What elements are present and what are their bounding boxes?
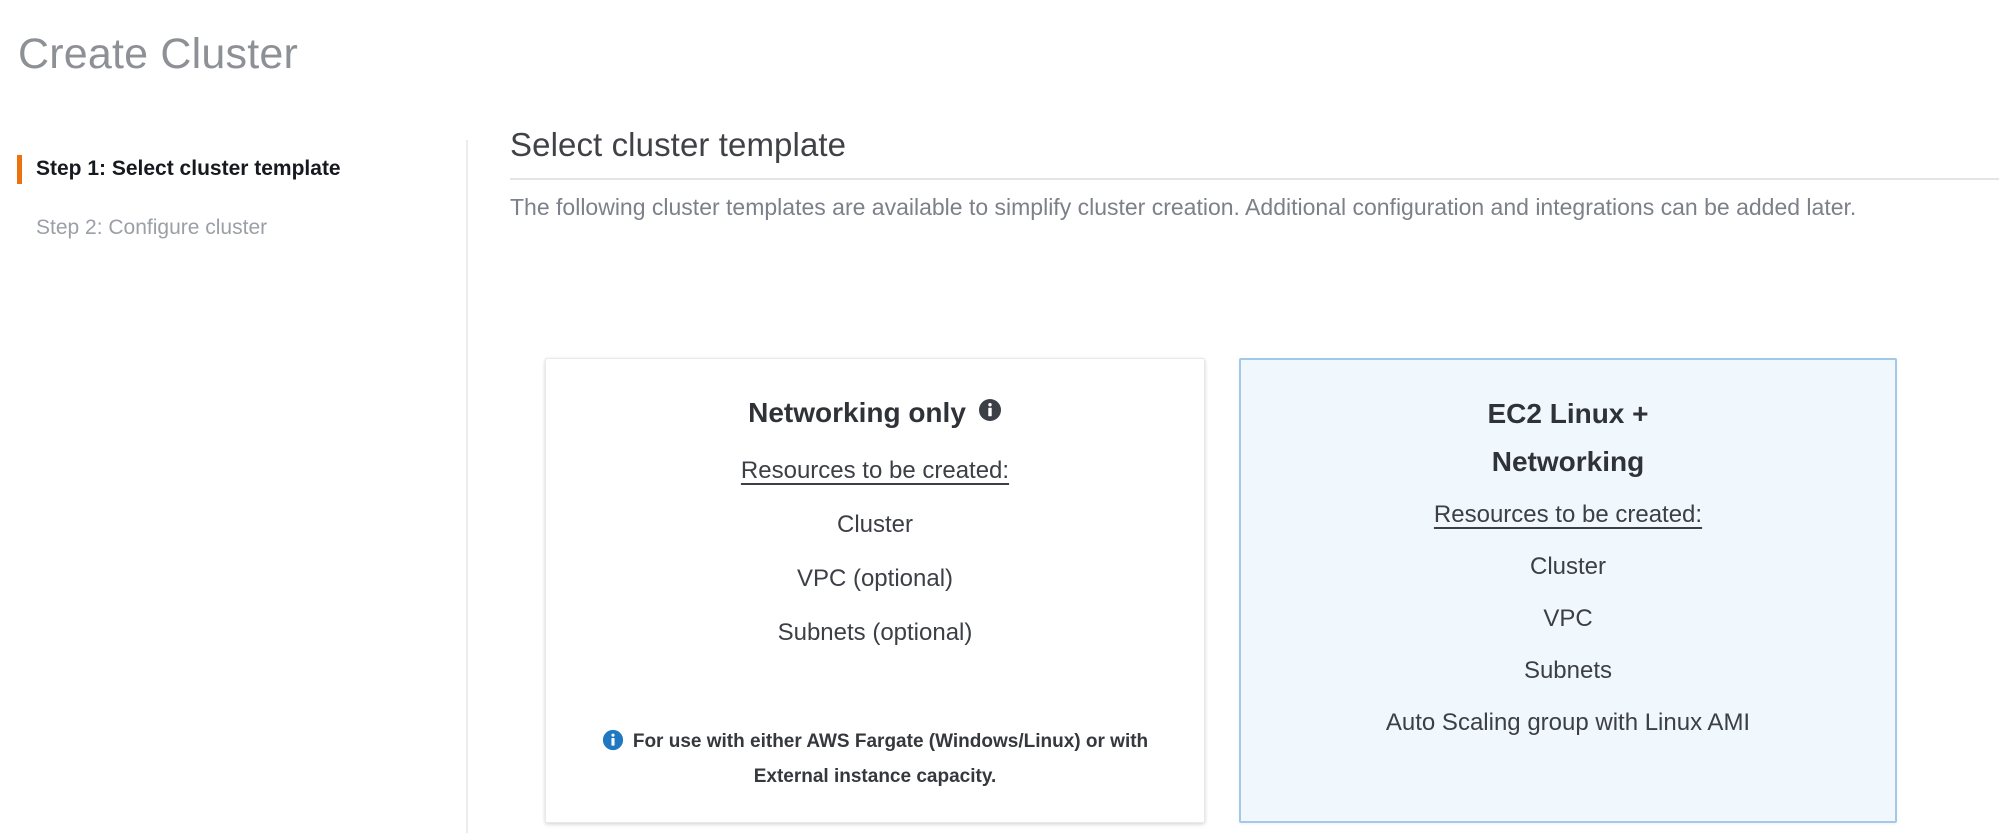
resource-item: Cluster xyxy=(836,511,914,538)
card-title: Networking only xyxy=(546,389,1204,437)
sidebar-item-step-2[interactable]: Step 2: Configure cluster xyxy=(0,215,466,241)
resources-label: Resources to be created: xyxy=(740,457,1010,484)
section-title: Select cluster template xyxy=(510,126,847,163)
card-title-label: Networking only xyxy=(748,397,966,428)
template-card-networking-only[interactable]: Networking only Resources to be created:… xyxy=(545,358,1205,823)
sidebar-item-step-1[interactable]: Step 1: Select cluster template xyxy=(0,155,466,184)
info-icon-blue xyxy=(602,729,624,761)
resource-item: VPC (optional) xyxy=(796,565,954,592)
resource-item: VPC xyxy=(1543,605,1593,632)
sidebar-item-step-1-label: Step 1: Select cluster template xyxy=(36,157,341,180)
resource-item: Subnets xyxy=(1523,657,1613,684)
page-title: Create Cluster xyxy=(18,30,299,78)
resource-item: Subnets (optional) xyxy=(777,619,973,646)
template-card-ec2-linux-networking[interactable]: EC2 Linux + Networking Resources to be c… xyxy=(1239,358,1897,823)
section-divider xyxy=(510,178,1999,180)
card-title: EC2 Linux + Networking xyxy=(1241,390,1895,486)
info-icon[interactable] xyxy=(978,389,1002,437)
main-content: Select cluster template The following cl… xyxy=(470,126,1999,833)
card-note-text: For use with either AWS Fargate (Windows… xyxy=(632,731,1149,787)
section-description: The following cluster templates are avai… xyxy=(510,194,1857,220)
resources-label: Resources to be created: xyxy=(1433,501,1703,528)
card-note: For use with either AWS Fargate (Windows… xyxy=(546,726,1204,792)
card-title-line-1: EC2 Linux + xyxy=(1487,398,1649,429)
card-title-line-2: Networking xyxy=(1491,446,1645,477)
resource-item: Auto Scaling group with Linux AMI xyxy=(1385,709,1751,736)
sidebar-item-step-2-label: Step 2: Configure cluster xyxy=(36,216,268,239)
resource-item: Cluster xyxy=(1529,553,1607,580)
wizard-steps-sidebar: Step 1: Select cluster template Step 2: … xyxy=(0,140,468,833)
